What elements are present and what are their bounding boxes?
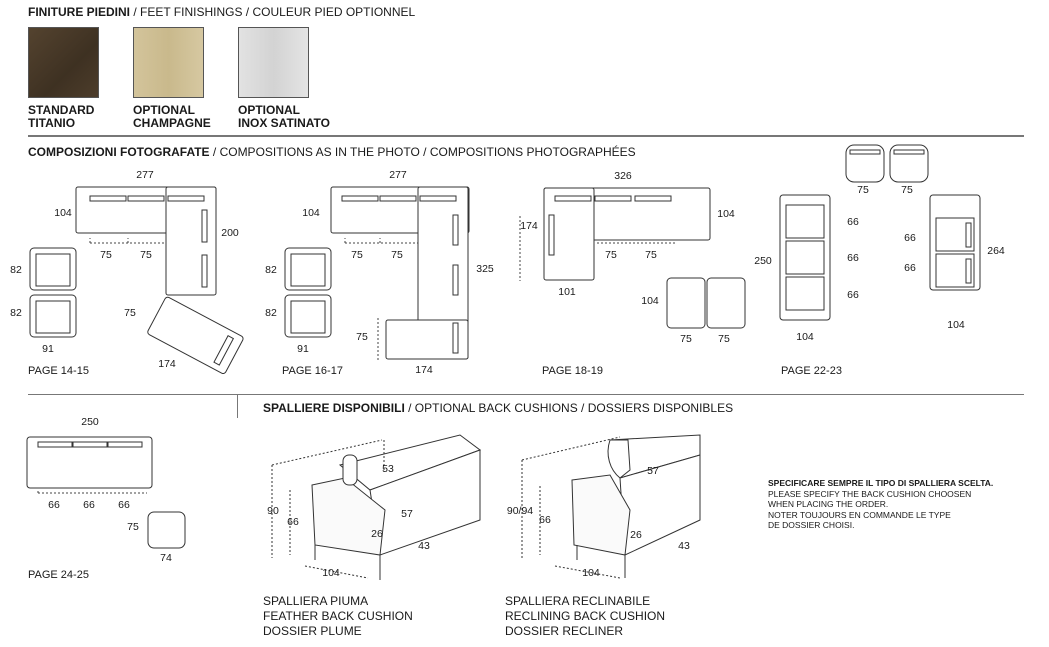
dimension-label: 104 [582, 567, 600, 579]
dimension-label: 75 [605, 249, 617, 261]
dimension-label: 82 [10, 307, 22, 319]
dimension-label: 66 [83, 499, 95, 511]
divider [28, 135, 1024, 137]
dimension-label: 66 [118, 499, 130, 511]
dimension-label: 75 [718, 333, 730, 345]
dimension-label: 82 [265, 264, 277, 276]
dimension-label: 66 [287, 516, 299, 528]
dimension-label: 104 [717, 208, 735, 220]
dimension-label: 250 [81, 416, 99, 428]
dimension-label: 75 [351, 249, 363, 261]
dimension-label: 43 [418, 540, 430, 552]
dimension-label: 75 [901, 184, 913, 196]
dimension-label: 174 [520, 220, 538, 232]
page-reference: PAGE 14-15 [28, 365, 89, 377]
dimension-label: 82 [10, 264, 22, 276]
dimension-label: 82 [265, 307, 277, 319]
page-reference: PAGE 18-19 [542, 365, 603, 377]
dimension-label: 66 [904, 262, 916, 274]
dimension-label: 104 [54, 207, 72, 219]
dimension-label: 174 [415, 364, 433, 376]
dimension-label: 66 [847, 289, 859, 301]
composition-5-plan [26, 436, 186, 549]
composition-3-plan [543, 187, 746, 329]
dimension-label: 75 [680, 333, 692, 345]
divider [28, 394, 1024, 395]
dimension-label: 174 [158, 358, 176, 370]
composition-4-plan [779, 144, 981, 321]
compositions-heading: COMPOSIZIONI FOTOGRAFATE / COMPOSITIONS … [28, 145, 636, 159]
dimension-label: 66 [847, 216, 859, 228]
swatch-titanio [28, 27, 99, 98]
dimension-label: 53 [382, 463, 394, 475]
dimension-label: 325 [476, 263, 494, 275]
dimension-label: 75 [356, 331, 368, 343]
feet-finishings-heading: FINITURE PIEDINI / FEET FINISHINGS / COU… [28, 5, 416, 19]
dimension-label: 66 [539, 514, 551, 526]
page-reference: PAGE 22-23 [781, 365, 842, 377]
dimension-label: 91 [42, 343, 54, 355]
dimension-label: 104 [796, 331, 814, 343]
dimension-label: 200 [221, 227, 239, 239]
dimension-label: 66 [847, 252, 859, 264]
order-note: SPECIFICARE SEMPRE IL TIPO DI SPALLIERA … [768, 478, 994, 530]
dimension-label: 104 [641, 295, 659, 307]
dimension-label: 57 [401, 508, 413, 520]
dimension-label: 57 [647, 465, 659, 477]
page-reference: PAGE 24-25 [28, 569, 89, 581]
swatch-champagne [133, 27, 204, 98]
dimension-label: 101 [558, 286, 576, 298]
dimension-label: 250 [754, 255, 772, 267]
dimension-label: 75 [127, 521, 139, 533]
dimension-label: 91 [297, 343, 309, 355]
dimension-label: 43 [678, 540, 690, 552]
swatch-inox [238, 27, 309, 98]
dimension-label: 26 [371, 528, 383, 540]
dimension-label: 264 [987, 245, 1005, 257]
dimension-label: 75 [100, 249, 112, 261]
composition-1-plan [29, 186, 244, 374]
dimension-label: 74 [160, 552, 172, 564]
dimension-label: 26 [630, 529, 642, 541]
dimension-label: 90 [267, 505, 279, 517]
page-reference: PAGE 16-17 [282, 365, 343, 377]
dimension-label: 75 [124, 307, 136, 319]
dimension-label: 75 [857, 184, 869, 196]
divider [237, 394, 238, 418]
back-cushion-feather-drawing [271, 434, 482, 580]
dimension-label: 66 [48, 499, 60, 511]
dimension-label: 75 [391, 249, 403, 261]
composition-2-plan [284, 186, 470, 360]
dimension-label: 326 [614, 170, 632, 182]
dimension-label: 104 [322, 567, 340, 579]
dimension-label: 277 [136, 169, 154, 181]
dimension-label: 277 [389, 169, 407, 181]
dimension-label: 66 [904, 232, 916, 244]
back-cushion-reclining-drawing [521, 434, 701, 579]
back-cushions-heading: SPALLIERE DISPONIBILI / OPTIONAL BACK CU… [263, 401, 734, 415]
dimension-label: 90/94 [506, 505, 534, 517]
dimension-label: 75 [645, 249, 657, 261]
dimension-label: 75 [140, 249, 152, 261]
dimension-label: 104 [302, 207, 320, 219]
dimension-label: 104 [947, 319, 965, 331]
